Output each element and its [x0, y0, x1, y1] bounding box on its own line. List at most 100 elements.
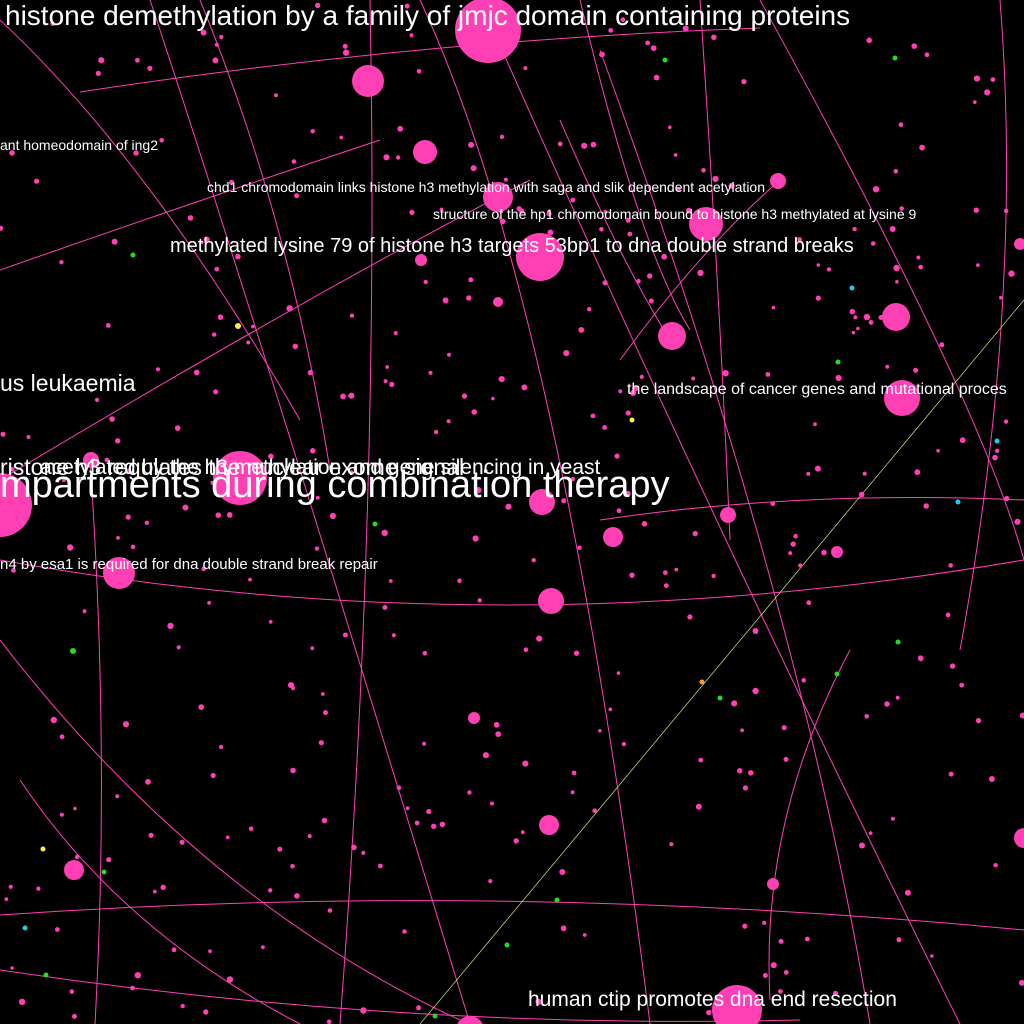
node[interactable] — [433, 429, 439, 435]
node[interactable] — [742, 785, 749, 791]
node[interactable] — [310, 448, 316, 454]
node[interactable] — [711, 573, 716, 579]
node[interactable] — [74, 854, 80, 860]
node[interactable] — [468, 277, 474, 283]
node[interactable] — [219, 744, 224, 750]
node[interactable] — [835, 374, 842, 382]
node[interactable] — [653, 74, 660, 81]
node[interactable] — [351, 844, 357, 851]
node[interactable] — [608, 28, 614, 33]
node[interactable] — [203, 1009, 209, 1015]
node[interactable] — [210, 772, 216, 779]
node[interactable] — [456, 1016, 484, 1024]
node[interactable] — [55, 927, 60, 932]
node[interactable] — [467, 790, 472, 795]
node[interactable] — [111, 238, 118, 245]
node[interactable] — [614, 453, 620, 459]
node[interactable] — [872, 186, 880, 193]
node[interactable] — [682, 25, 689, 32]
node[interactable] — [8, 884, 13, 889]
node[interactable] — [349, 470, 354, 475]
node[interactable] — [955, 499, 961, 505]
node[interactable] — [930, 954, 934, 958]
node[interactable] — [167, 622, 174, 630]
node[interactable] — [413, 140, 437, 164]
node[interactable] — [342, 43, 348, 49]
node[interactable] — [115, 438, 121, 444]
node[interactable] — [851, 330, 856, 335]
node[interactable] — [990, 77, 996, 82]
node[interactable] — [973, 75, 981, 82]
node[interactable] — [992, 454, 998, 461]
node[interactable] — [689, 207, 723, 241]
node[interactable] — [327, 908, 333, 913]
node[interactable] — [67, 544, 74, 551]
node[interactable] — [348, 392, 355, 399]
node[interactable] — [770, 501, 776, 507]
node[interactable] — [461, 393, 468, 399]
node[interactable] — [948, 771, 954, 777]
node[interactable] — [731, 700, 738, 707]
node[interactable] — [648, 298, 654, 304]
node[interactable] — [482, 752, 489, 759]
node[interactable] — [889, 226, 896, 232]
node[interactable] — [488, 879, 493, 884]
node[interactable] — [340, 393, 346, 400]
node[interactable] — [145, 778, 151, 785]
node[interactable] — [125, 468, 131, 475]
node[interactable] — [770, 962, 777, 969]
node[interactable] — [862, 471, 867, 476]
node[interactable] — [959, 437, 966, 444]
node[interactable] — [523, 66, 528, 71]
node[interactable] — [771, 305, 776, 310]
node[interactable] — [0, 473, 32, 537]
node[interactable] — [405, 806, 410, 811]
node[interactable] — [712, 175, 719, 183]
node[interactable] — [130, 985, 136, 991]
node[interactable] — [711, 34, 717, 41]
node[interactable] — [762, 920, 767, 926]
node[interactable] — [342, 632, 348, 638]
node[interactable] — [115, 794, 120, 799]
node[interactable] — [378, 863, 383, 869]
node[interactable] — [573, 650, 580, 656]
node[interactable] — [83, 452, 99, 468]
node[interactable] — [422, 650, 428, 656]
node[interactable] — [748, 770, 754, 776]
node[interactable] — [457, 578, 462, 584]
node[interactable] — [513, 838, 519, 844]
node[interactable] — [801, 678, 806, 683]
node[interactable] — [73, 806, 77, 811]
node[interactable] — [248, 826, 254, 832]
node[interactable] — [698, 757, 704, 763]
node[interactable] — [898, 122, 904, 127]
node[interactable] — [856, 326, 860, 331]
node[interactable] — [560, 925, 567, 932]
node[interactable] — [581, 142, 588, 149]
node[interactable] — [447, 352, 451, 357]
node[interactable] — [246, 340, 251, 345]
node[interactable] — [101, 869, 107, 875]
node[interactable] — [663, 583, 669, 589]
node[interactable] — [557, 141, 563, 147]
node[interactable] — [546, 211, 552, 217]
node[interactable] — [155, 367, 161, 372]
node[interactable] — [116, 536, 120, 540]
node[interactable] — [521, 384, 528, 391]
node[interactable] — [274, 93, 278, 98]
node[interactable] — [226, 976, 234, 983]
node[interactable] — [294, 193, 300, 199]
node[interactable] — [503, 177, 508, 182]
node[interactable] — [849, 308, 856, 315]
node[interactable] — [945, 612, 951, 618]
node[interactable] — [217, 314, 224, 321]
node[interactable] — [134, 972, 141, 979]
node[interactable] — [599, 51, 605, 58]
node[interactable] — [563, 350, 570, 357]
node[interactable] — [995, 448, 1000, 453]
node[interactable] — [416, 1005, 422, 1011]
node[interactable] — [383, 379, 388, 384]
node[interactable] — [22, 925, 28, 931]
node[interactable] — [315, 495, 320, 500]
node[interactable] — [616, 671, 621, 675]
